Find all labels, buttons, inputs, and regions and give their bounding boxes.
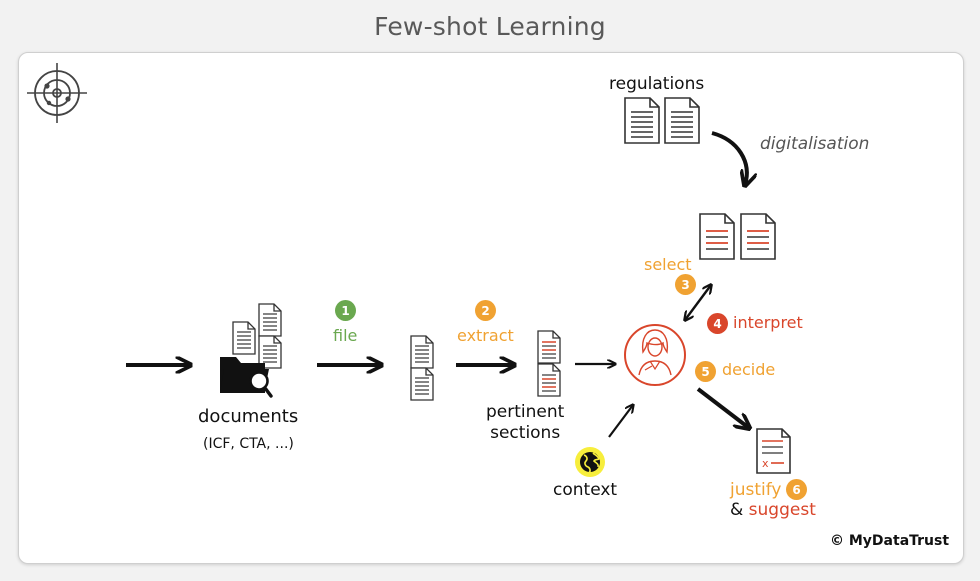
regulations-label: regulations [609,74,705,94]
documents-examples-label: (ICF, CTA, ...) [203,436,294,452]
decide-arrow [696,387,749,428]
step-2-label: extract [457,326,514,345]
page-title: Few-shot Learning [374,12,606,41]
step-5-badge: 5 [695,361,716,382]
step-6-badge: 6 [786,479,807,500]
report-document-icon: x [756,428,791,474]
copyright-label: © MyDataTrust [830,533,950,549]
step-3-badge: 3 [675,274,696,295]
documents-label: documents [198,406,299,427]
step-2-badge: 2 [475,300,496,321]
step-4-label: interpret [733,313,803,332]
digitalisation-arrow [711,131,747,185]
documents-icon [232,303,282,369]
step-1-badge: 1 [335,300,356,321]
expert-avatar-icon [624,324,686,386]
sections-label: sections [490,423,561,443]
svg-text:x: x [762,457,769,470]
step-5-label: decide [722,360,776,379]
digitized-documents-icon [699,213,776,260]
step-1-label: file [333,326,358,345]
step-3-label: select [644,255,692,274]
pertinent-sections-documents-icon [537,330,561,397]
suggest-line: & suggest [730,500,816,520]
pertinent-sections-label: pertinent sections [486,402,564,444]
context-label: context [553,480,618,500]
target-icon [27,63,87,123]
regulations-documents-icon [624,97,700,144]
context-to-expert-arrow [608,405,633,438]
digitalisation-label: digitalisation [760,134,870,154]
pertinent-label: pertinent [486,402,565,422]
folder-search-icon [220,357,273,398]
suggest-label: suggest [748,500,816,520]
suggest-ampersand: & [730,500,744,520]
globe-icon [575,447,605,477]
step-4-badge: 4 [707,313,728,334]
filed-documents-icon [410,335,434,401]
select-interpret-arrow [685,285,711,320]
step-6-label: justify [730,480,782,500]
